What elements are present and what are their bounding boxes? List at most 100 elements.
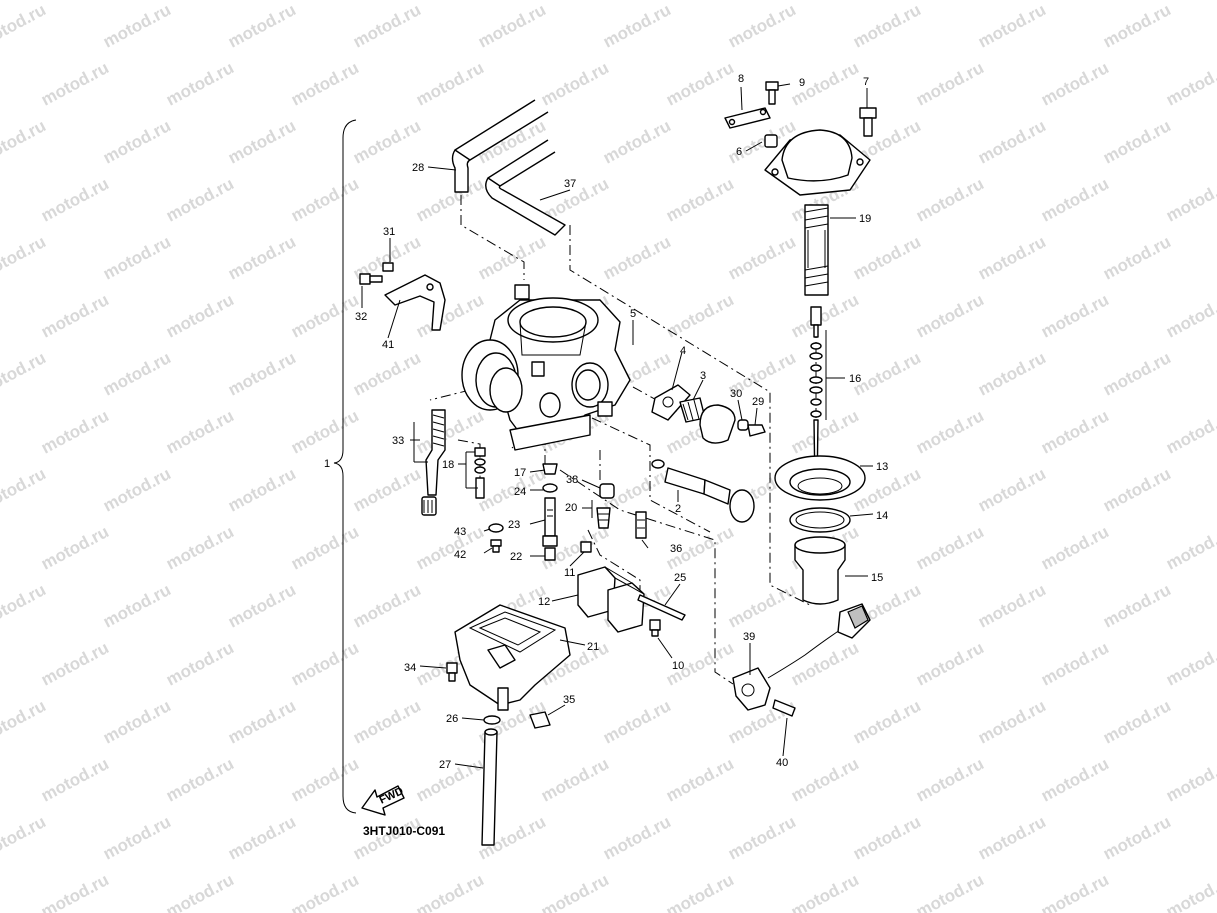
callout-20: 20 <box>565 502 577 514</box>
pilot-screw-33 <box>421 409 446 516</box>
watermark-text: motod.ru <box>163 522 237 573</box>
watermark-text: motod.ru <box>1163 174 1217 225</box>
watermark-text: motod.ru <box>1100 464 1174 515</box>
watermark-text: motod.ru <box>975 696 1049 747</box>
starter-plunger-2 <box>651 459 755 523</box>
piston-15 <box>794 536 846 605</box>
fwd-arrow-icon: FWD <box>361 785 405 816</box>
watermark-text: motod.ru <box>38 290 112 341</box>
watermark-text: motod.ru <box>475 232 549 283</box>
o-ring-26 <box>483 715 501 725</box>
watermark-text: motod.ru <box>1100 696 1174 747</box>
jet-stack <box>542 463 558 561</box>
watermark-text: motod.ru <box>100 116 174 167</box>
callout-12: 12 <box>538 596 550 608</box>
watermark-text: motod.ru <box>1163 58 1217 109</box>
watermark-text: motod.ru <box>288 754 362 805</box>
screw-7 <box>859 107 877 137</box>
watermark-text: motod.ru <box>163 290 237 341</box>
ring-14 <box>789 507 851 533</box>
callout-32: 32 <box>355 311 367 323</box>
callout-24: 24 <box>514 486 526 498</box>
watermark-text: motod.ru <box>350 464 424 515</box>
callout-15: 15 <box>871 572 883 584</box>
callout-2: 2 <box>675 503 681 515</box>
callout-40: 40 <box>776 757 788 769</box>
float-bowl-21 <box>454 604 571 711</box>
callout-35: 35 <box>563 694 575 706</box>
watermark-text: motod.ru <box>350 0 424 51</box>
watermark-text: motod.ru <box>350 116 424 167</box>
watermark-text: motod.ru <box>0 232 49 283</box>
watermark-text: motod.ru <box>1100 116 1174 167</box>
watermark-text: motod.ru <box>100 580 174 631</box>
callout-33: 33 <box>392 435 404 447</box>
callout-16: 16 <box>849 373 861 385</box>
screw-34 <box>446 662 458 682</box>
callout-43: 43 <box>454 526 466 538</box>
callout-3: 3 <box>700 370 706 382</box>
top-cover <box>764 129 871 196</box>
watermark-text: motod.ru <box>38 522 112 573</box>
screw-40 <box>772 699 796 717</box>
watermark-text: motod.ru <box>100 812 174 863</box>
watermark-text: motod.ru <box>475 116 549 167</box>
watermark-text: motod.ru <box>600 232 674 283</box>
float-12 <box>577 566 645 633</box>
watermark-text: motod.ru <box>225 116 299 167</box>
watermark-text: motod.ru <box>163 754 237 805</box>
parts-18 <box>474 447 486 499</box>
watermark-text: motod.ru <box>413 58 487 109</box>
watermark-text: motod.ru <box>288 638 362 689</box>
callout-18: 18 <box>442 459 454 471</box>
watermark-text: motod.ru <box>163 58 237 109</box>
callout-11: 11 <box>564 567 575 579</box>
assembly-bracket <box>333 119 357 814</box>
callout-22: 22 <box>510 551 522 563</box>
watermark-text: motod.ru <box>913 754 987 805</box>
watermark-text: motod.ru <box>38 58 112 109</box>
watermark-text: motod.ru <box>1163 754 1217 805</box>
watermark-text: motod.ru <box>1163 870 1217 913</box>
watermark-text: motod.ru <box>850 0 924 51</box>
watermark-text: motod.ru <box>38 406 112 457</box>
gasket-4 <box>651 384 691 421</box>
watermark-text: motod.ru <box>163 406 237 457</box>
watermark-text: motod.ru <box>350 580 424 631</box>
watermark-text: motod.ru <box>663 870 737 913</box>
watermark-text: motod.ru <box>100 232 174 283</box>
watermark-text: motod.ru <box>0 580 49 631</box>
watermark-text: motod.ru <box>0 0 49 51</box>
watermark-text: motod.ru <box>288 174 362 225</box>
watermark-text: motod.ru <box>225 464 299 515</box>
watermark-text: motod.ru <box>1163 406 1217 457</box>
watermark-text: motod.ru <box>288 290 362 341</box>
watermark-text: motod.ru <box>725 0 799 51</box>
watermark-text: motod.ru <box>975 232 1049 283</box>
watermark-text: motod.ru <box>1100 580 1174 631</box>
watermark-text: motod.ru <box>538 870 612 913</box>
bracket-8 <box>724 107 771 129</box>
screw-11 <box>580 541 592 553</box>
watermark-text: motod.ru <box>1038 522 1112 573</box>
callout-37: 37 <box>564 178 576 190</box>
cover-3 <box>699 404 736 444</box>
watermark-text: motod.ru <box>788 638 862 689</box>
callout-9: 9 <box>799 77 805 89</box>
watermark-text: motod.ru <box>225 232 299 283</box>
watermark-text: motod.ru <box>288 406 362 457</box>
watermark-text: motod.ru <box>663 58 737 109</box>
screw-32 <box>359 273 383 285</box>
watermark-text: motod.ru <box>100 696 174 747</box>
watermark-text: motod.ru <box>975 464 1049 515</box>
watermark-text: motod.ru <box>38 754 112 805</box>
watermark-text: motod.ru <box>38 638 112 689</box>
watermark-text: motod.ru <box>1038 638 1112 689</box>
watermark-text: motod.ru <box>725 580 799 631</box>
callout-25: 25 <box>674 572 686 584</box>
watermark-text: motod.ru <box>975 116 1049 167</box>
watermark-text: motod.ru <box>0 464 49 515</box>
watermark-text: motod.ru <box>38 174 112 225</box>
